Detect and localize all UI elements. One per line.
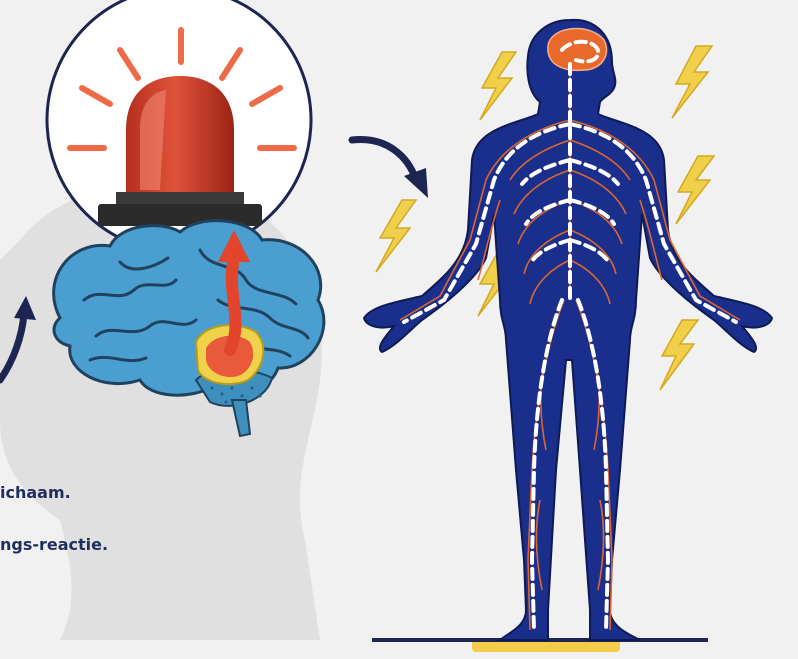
- caption-line-1: ichaam.: [0, 483, 71, 502]
- caption-line-2: ngs-reactie.: [0, 535, 108, 554]
- arrow-icon: [352, 139, 428, 198]
- human-body-icon: [364, 20, 772, 640]
